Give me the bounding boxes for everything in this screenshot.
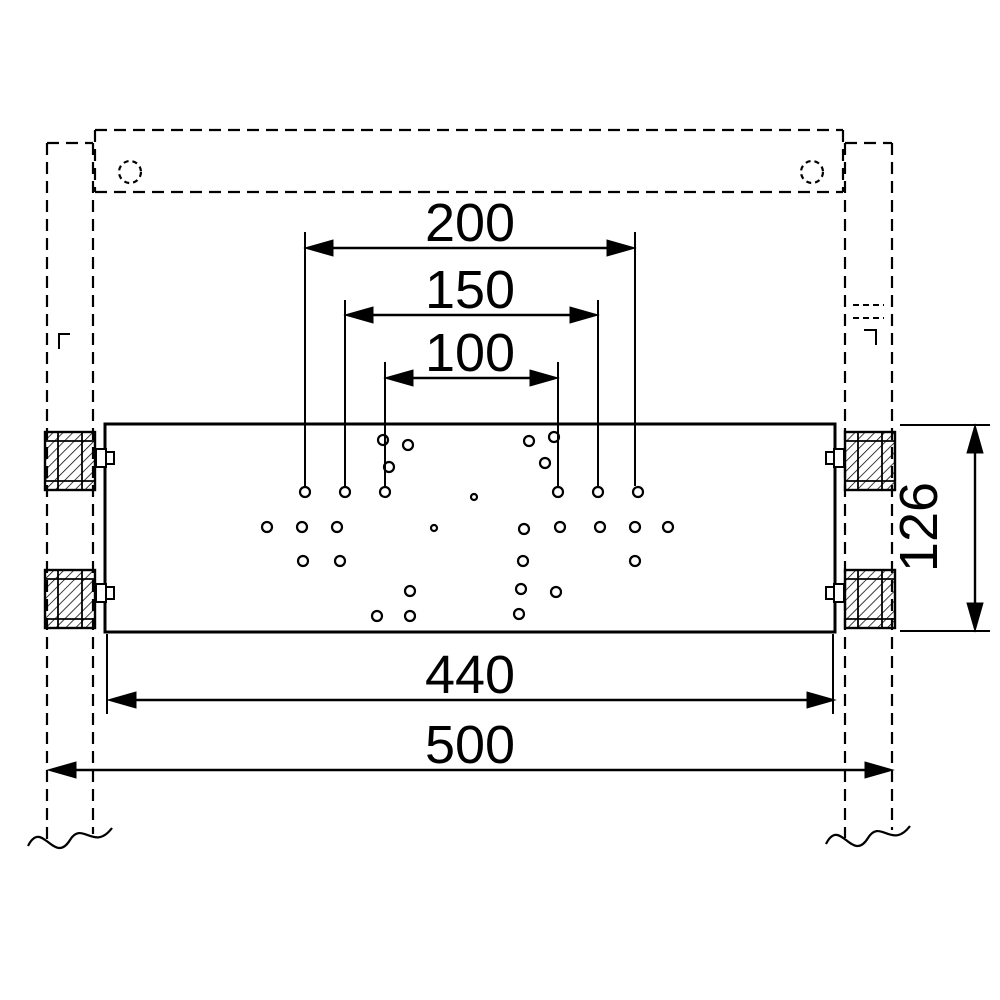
hidden-top-band [93, 128, 845, 194]
dimension-126: 126 [889, 423, 990, 633]
arrow-down-icon [966, 602, 984, 633]
arrow-right-icon [569, 306, 600, 324]
plate-holes [260, 430, 675, 623]
left-rail-marking [58, 333, 70, 349]
arrow-left-icon [46, 761, 77, 779]
bolt-right-upper [825, 448, 845, 468]
clamp-left-upper [43, 430, 97, 492]
bolt-right-lower [825, 583, 845, 603]
bolt-left-lower [95, 583, 115, 603]
arrow-right-icon [806, 691, 837, 709]
clamp-right-lower [843, 568, 897, 630]
clamp-left-lower [43, 568, 97, 630]
right-rail-marking [853, 304, 884, 345]
arrow-right-icon [864, 761, 895, 779]
arrow-right-icon [606, 239, 637, 257]
break-lines [27, 825, 911, 849]
arrow-left-icon [303, 239, 334, 257]
arrow-left-icon [106, 691, 137, 709]
dim-label-150: 150 [425, 260, 515, 320]
dim-label-200: 200 [425, 193, 515, 253]
arrow-left-icon [343, 306, 374, 324]
dim-label-500: 500 [425, 715, 515, 775]
rail-clamps [43, 430, 897, 630]
bolt-left-upper [95, 448, 115, 468]
arrow-right-icon [529, 369, 560, 387]
dimension-500: 500 [46, 715, 895, 779]
dim-label-440: 440 [425, 645, 515, 705]
dimension-200: 200 [303, 193, 637, 486]
bolts [95, 448, 845, 603]
left-rail [45, 141, 95, 840]
dimension-440: 440 [106, 634, 837, 714]
hidden-hole-right-icon [799, 159, 825, 185]
clamp-right-upper [843, 430, 897, 492]
dim-label-126: 126 [889, 482, 949, 572]
hidden-hole-left-icon [117, 159, 143, 185]
mounting-plate [103, 422, 837, 634]
dimension-150: 150 [343, 260, 600, 486]
left-break-line [27, 827, 113, 849]
arrow-left-icon [383, 369, 414, 387]
dim-label-100: 100 [425, 323, 515, 383]
dimension-100: 100 [383, 323, 560, 486]
arrow-up-icon [966, 423, 984, 454]
right-break-line [825, 825, 911, 847]
